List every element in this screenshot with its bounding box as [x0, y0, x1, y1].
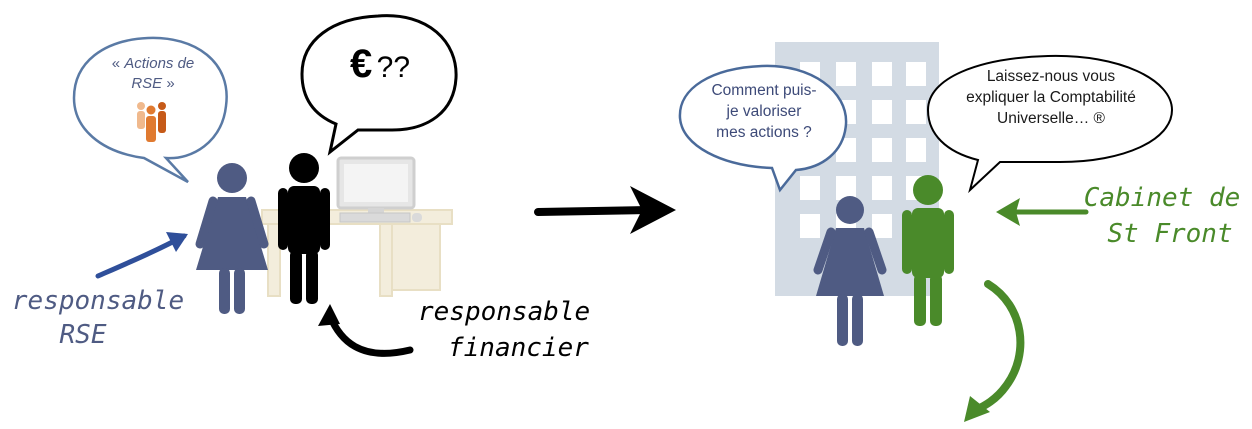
bubble-question-text: Comment puis- je valoriser mes actions ?	[686, 80, 842, 143]
arrow-icon-down	[964, 280, 1025, 422]
building-window	[906, 62, 926, 86]
arrow-icon-main	[534, 186, 676, 234]
bubble-answer-line1: Laissez-nous vous	[986, 68, 1116, 85]
arrow-icon-rse	[95, 232, 188, 279]
building-window	[836, 176, 856, 200]
arrow-icon-financier	[318, 304, 414, 357]
man-icon	[902, 175, 954, 326]
bubble-answer	[926, 54, 1174, 194]
bubble-question	[678, 64, 848, 193]
building-window	[872, 62, 892, 86]
bubble-money-text: € ??	[318, 42, 442, 87]
bubble-answer-line2: expliquer la Comptabilité	[966, 89, 1136, 106]
building-window	[906, 138, 926, 162]
label-financier-line2: financier	[448, 333, 589, 363]
building-window	[872, 100, 892, 124]
question-marks: ??	[376, 51, 411, 84]
bubble-question-line3: mes actions ?	[716, 124, 812, 141]
building-window	[800, 176, 820, 200]
bubble-rse-line1: Actions de	[124, 55, 195, 72]
quote-close: »	[166, 75, 175, 92]
woman-icon	[813, 196, 887, 346]
bubble-question-line2: je valoriser	[726, 103, 802, 120]
label-financier-line1: responsable	[418, 297, 591, 327]
label-responsable-rse: responsable RSE	[10, 284, 186, 352]
label-cabinet-st-front: Cabinet de St Front	[1082, 180, 1242, 252]
building-window	[836, 62, 856, 86]
bubble-rse-line2: RSE	[131, 75, 163, 92]
building-window	[872, 214, 892, 238]
label-cabinet-line1: Cabinet de	[1083, 183, 1241, 213]
people-group-icon	[137, 102, 166, 142]
building-window	[872, 176, 892, 200]
label-cabinet-line2: St Front	[1107, 219, 1233, 249]
bubble-rse-text: « Actions de RSE »	[84, 54, 222, 94]
bubble-question-line1: Comment puis-	[711, 82, 817, 99]
woman-icon	[195, 163, 269, 314]
label-responsable-financier: responsable financier	[418, 294, 598, 366]
quote-open: «	[111, 55, 121, 72]
computer-icon	[336, 156, 422, 223]
bubble-money	[300, 14, 458, 156]
building-window	[906, 100, 926, 124]
building-window	[800, 214, 820, 238]
bubble-answer-line3: Universelle… ®	[997, 110, 1105, 127]
label-rse-line2: RSE	[59, 320, 107, 350]
label-rse-line1: responsable	[11, 286, 185, 316]
bubble-answer-text: Laissez-nous vous expliquer la Comptabil…	[934, 66, 1168, 129]
building-window	[872, 138, 892, 162]
arrow-icon-cabinet	[996, 198, 1089, 226]
man-icon	[278, 153, 330, 304]
euro-icon: €	[349, 42, 373, 86]
